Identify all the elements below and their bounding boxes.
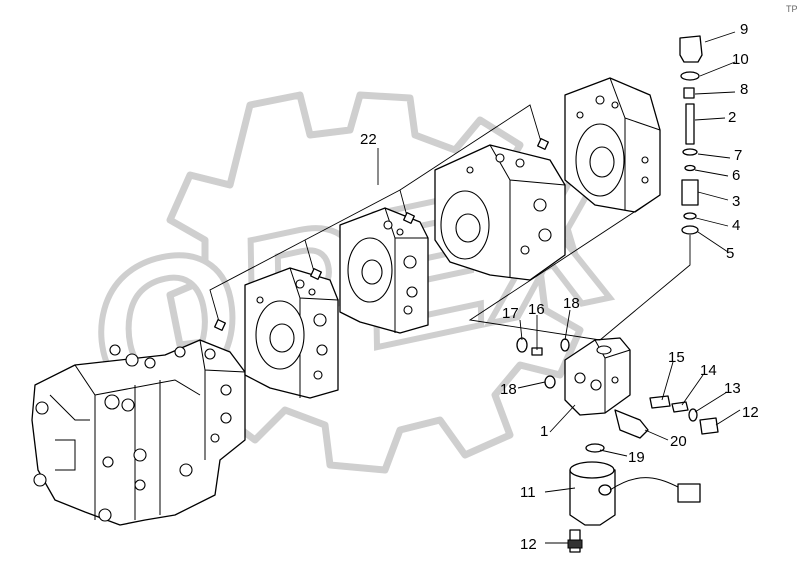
- ring-7: [682, 148, 698, 156]
- callout-13: 12: [742, 404, 759, 421]
- callout-5: 5: [726, 245, 734, 262]
- corner-mark: TP: [786, 4, 798, 14]
- callout-1: 1: [540, 423, 548, 440]
- callout-6: 6: [732, 167, 740, 184]
- callout-18-top: 17: [502, 305, 519, 322]
- callout-17: 16: [528, 301, 545, 318]
- callout-15: 15: [668, 349, 685, 366]
- callout-18-bottom: 18: [500, 381, 517, 398]
- callout-16: 14: [700, 362, 717, 379]
- ring-4: [683, 212, 697, 220]
- callout-19: 18: [563, 295, 580, 312]
- o-ring-14: [688, 408, 698, 422]
- callout-22: 22: [360, 131, 377, 148]
- callout-14: 13: [724, 380, 741, 397]
- solenoid-valve-block: [564, 337, 631, 416]
- rod-2: [685, 103, 695, 145]
- valve-section-block-2: [339, 207, 429, 334]
- leader-lines: [377, 31, 741, 544]
- callout-labels: 9 10 8 2 7 6 3 4 5 22 17 16 18 18 1 15 1…: [360, 21, 759, 553]
- solenoid-11: [569, 461, 701, 526]
- callout-21: 20: [670, 433, 687, 450]
- callout-7: 7: [734, 147, 742, 164]
- callout-10: 10: [732, 51, 749, 68]
- part-8: [683, 87, 695, 99]
- callout-2: 2: [728, 109, 736, 126]
- valve-section-block-4: [564, 77, 661, 213]
- callout-3: 3: [732, 193, 740, 210]
- part-3: [681, 179, 699, 206]
- valve-section-block-3: [434, 144, 566, 281]
- o-ring-20: [585, 443, 605, 453]
- part-15: [649, 395, 671, 409]
- callout-4: 4: [732, 217, 740, 234]
- main-valve-assembly: [31, 339, 246, 526]
- o-ring-18-bottom: [544, 375, 556, 389]
- o-ring-19: [560, 338, 570, 352]
- callout-20: 19: [628, 449, 645, 466]
- callout-9: 9: [740, 21, 748, 38]
- ring-6: [684, 164, 696, 172]
- plug-13: [699, 417, 719, 435]
- o-ring-18-top: [516, 337, 528, 353]
- bolt-21: [614, 409, 649, 439]
- callout-12: 12: [520, 536, 537, 553]
- ring-5: [681, 225, 699, 235]
- o-ring-10: [680, 71, 700, 81]
- plug-9: [679, 35, 703, 63]
- screw-12: [567, 529, 583, 553]
- callout-8: 8: [740, 81, 748, 98]
- valve-section-block-1: [244, 267, 339, 399]
- spring-16: [671, 401, 689, 413]
- wire-harness: [209, 104, 549, 331]
- callout-11: 11: [520, 484, 536, 501]
- cartridge-stack: [468, 35, 703, 341]
